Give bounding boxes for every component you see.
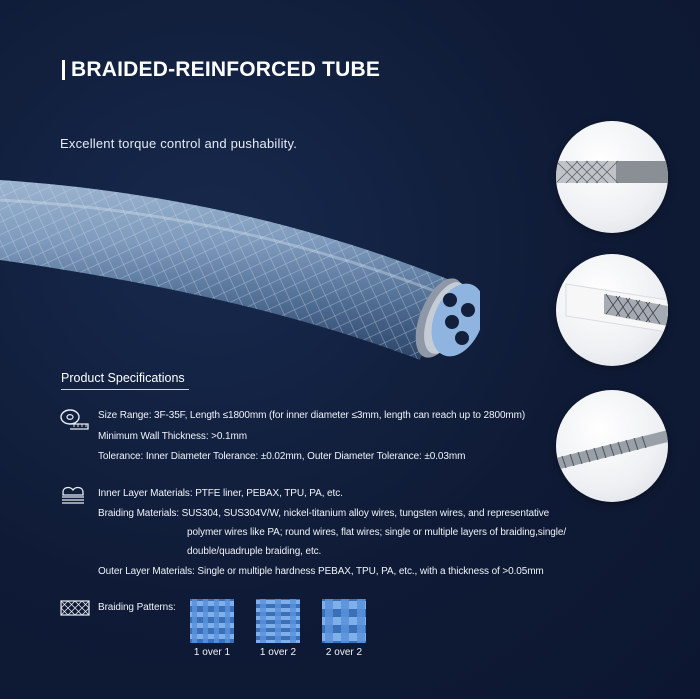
- braiding-patterns-label: Braiding Patterns:: [98, 602, 176, 613]
- pattern-2-over-2-swatch: [322, 599, 366, 643]
- pattern-label-1-over-2: 1 over 2: [259, 647, 297, 658]
- pattern-label-2-over-2: 2 over 2: [325, 647, 363, 658]
- specs-heading-underline: [61, 389, 189, 390]
- coil-tube-closeup-image: [556, 430, 668, 470]
- title-text: BRAIDED-REINFORCED TUBE: [71, 58, 381, 81]
- braiding-materials-line-3: double/quadruple braiding, etc.: [187, 546, 322, 557]
- subtitle: Excellent torque control and pushability…: [60, 136, 298, 151]
- specs-heading: Product Specifications: [61, 371, 185, 385]
- inner-layer-materials-text: Inner Layer Materials: PTFE liner, PEBAX…: [98, 488, 343, 499]
- pattern-label-1-over-1: 1 over 1: [193, 647, 231, 658]
- layers-icon: [62, 486, 84, 504]
- tolerance-text: Tolerance: Inner Diameter Tolerance: ±0.…: [98, 451, 466, 462]
- min-wall-thickness-text: Minimum Wall Thickness: >0.1mm: [98, 431, 247, 442]
- braiding-materials-line-2: polymer wires like PA; round wires, flat…: [187, 527, 567, 538]
- measuring-tape-icon: [60, 409, 89, 430]
- braiding-materials-line-1: Braiding Materials: SUS304, SUS304V/W, n…: [98, 508, 550, 519]
- braided-tube-closeup-image: [556, 160, 668, 184]
- title-accent-bar: [62, 60, 65, 80]
- braid-mesh-icon: [60, 600, 90, 616]
- pattern-1-over-1-swatch: [190, 599, 234, 643]
- pattern-1-over-2-swatch: [256, 599, 300, 643]
- detail-image-layers: [556, 254, 668, 366]
- size-range-text: Size Range: 3F-35F, Length ≤1800mm (for …: [98, 410, 526, 421]
- detail-image-tube-braid: [556, 121, 668, 233]
- tube-illustration: [0, 180, 480, 360]
- outer-layer-materials-text: Outer Layer Materials: Single or multipl…: [98, 566, 544, 577]
- layered-tube-closeup-image: [565, 283, 668, 333]
- detail-image-coil: [556, 390, 668, 502]
- page-title: BRAIDED-REINFORCED TUBE: [62, 58, 380, 82]
